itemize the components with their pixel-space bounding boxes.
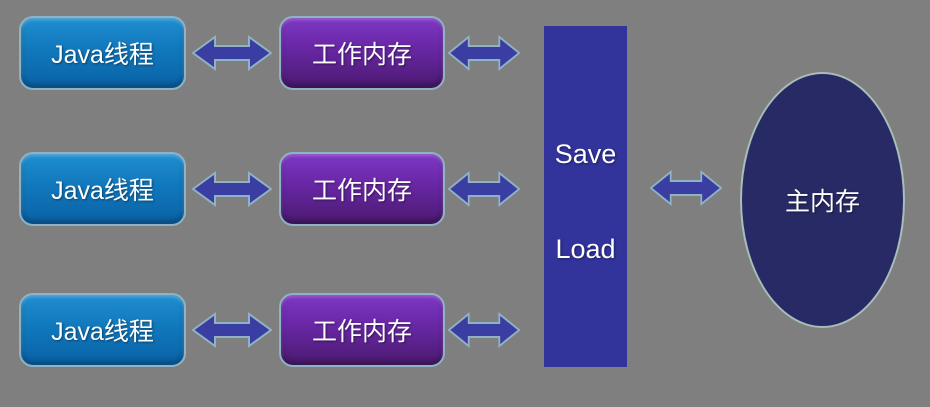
java-thread-label: Java线程 bbox=[51, 177, 154, 205]
working-memory-box-1: 工作内存 bbox=[279, 16, 445, 90]
double-arrow-icon bbox=[448, 312, 520, 348]
double-arrow-icon bbox=[650, 170, 722, 206]
main-memory-label: 主内存 bbox=[784, 188, 860, 216]
java-thread-box-2: Java线程 bbox=[19, 152, 186, 226]
double-arrow-icon bbox=[192, 35, 272, 71]
working-memory-label: 工作内存 bbox=[311, 318, 412, 346]
working-memory-label: 工作内存 bbox=[311, 41, 412, 69]
java-thread-box-1: Java线程 bbox=[19, 16, 186, 90]
save-load-bar: Save Load bbox=[543, 25, 628, 368]
working-memory-box-2: 工作内存 bbox=[279, 152, 445, 226]
double-arrow-icon bbox=[448, 35, 520, 71]
double-arrow-icon bbox=[192, 312, 272, 348]
working-memory-label: 工作内存 bbox=[311, 177, 412, 205]
double-arrow-icon bbox=[448, 171, 520, 207]
java-thread-box-3: Java线程 bbox=[19, 293, 186, 367]
java-thread-label: Java线程 bbox=[51, 41, 154, 69]
working-memory-box-3: 工作内存 bbox=[279, 293, 445, 367]
save-label: Save bbox=[554, 139, 617, 169]
java-thread-label: Java线程 bbox=[51, 318, 154, 346]
main-memory-ellipse: 主内存 bbox=[740, 72, 905, 328]
double-arrow-icon bbox=[192, 171, 272, 207]
load-label: Load bbox=[555, 234, 616, 264]
